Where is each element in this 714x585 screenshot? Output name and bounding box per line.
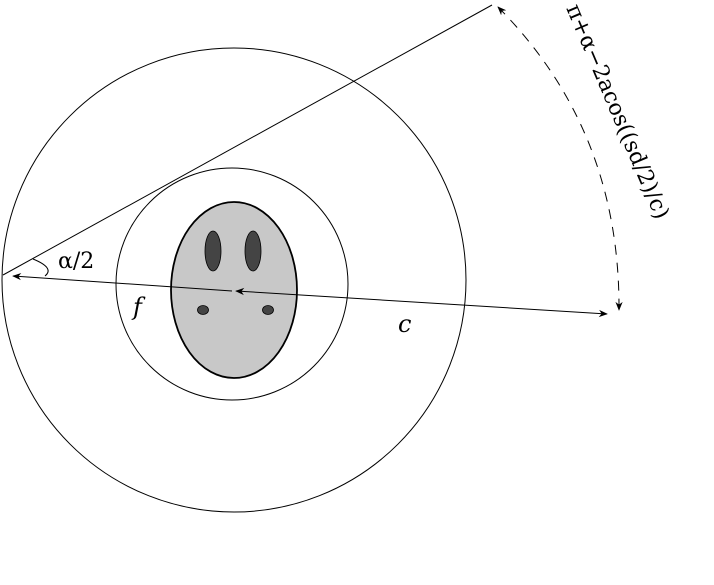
- outer-circle: [1, 47, 467, 513]
- c-label: c: [398, 310, 411, 338]
- left-eye: [204, 230, 222, 272]
- inner-circle: [115, 167, 349, 401]
- dashed-angle-arc: [497, 6, 623, 311]
- half-angle-label: α/2: [58, 249, 94, 274]
- head: [170, 201, 298, 379]
- right-ear-dot: [262, 305, 274, 315]
- f-label: f: [131, 293, 146, 321]
- arc-angle-label: π+α−2acos((sd/2)/c): [560, 1, 673, 223]
- head-ellipse: [170, 201, 298, 379]
- right-eye: [244, 230, 262, 272]
- half-angle-arc: [32, 258, 49, 277]
- f-arrow: [12, 272, 233, 292]
- left-ear-dot: [197, 305, 209, 315]
- angle-ray: [2, 4, 493, 276]
